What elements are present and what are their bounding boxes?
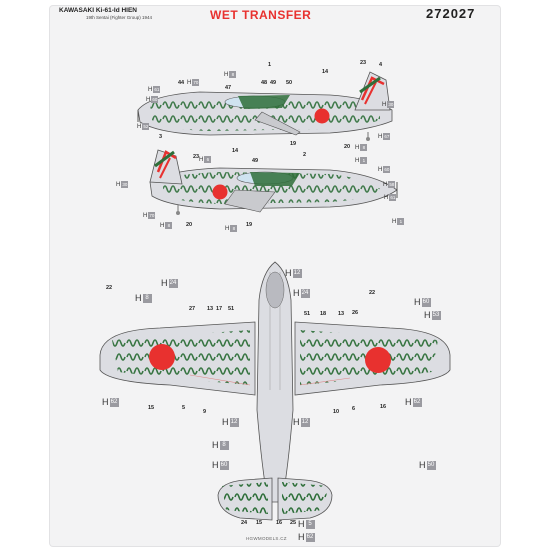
callout-number: 13 <box>207 306 214 312</box>
aircraft-model: KAWASAKI Ki-61-Id HIEN <box>59 7 138 14</box>
callout-number: 48 <box>261 80 268 86</box>
callout-number: 22 <box>369 290 376 296</box>
product-code: 272027 <box>426 6 476 21</box>
callout-number: 17 <box>216 306 223 312</box>
callout-number: 26 <box>352 310 359 316</box>
callout-number: 14 <box>322 69 329 75</box>
callout-number: 3 <box>159 134 163 140</box>
callout-number: 15 <box>148 405 155 411</box>
website-footer: HGWMODELS.CZ <box>246 536 287 541</box>
callout-number: 2 <box>303 152 307 158</box>
callout-number: 18 <box>320 311 327 317</box>
callout-number: 47 <box>225 85 232 91</box>
callout-number: 1 <box>268 62 272 68</box>
lower-profile <box>149 149 398 215</box>
callout-number: 25 <box>290 520 297 526</box>
callout-number: 15 <box>256 520 263 526</box>
callout-number: 4 <box>379 62 383 68</box>
callout-number: 22 <box>106 285 113 291</box>
callout-number: 20 <box>186 222 193 228</box>
callout-number: 51 <box>228 306 235 312</box>
callout-number: 19 <box>290 141 297 147</box>
callout-number: 23 <box>193 154 200 160</box>
upper-profile <box>137 71 393 141</box>
callout-number: 19 <box>246 222 253 228</box>
callout-number: 49 <box>270 80 277 86</box>
callout-number: 23 <box>360 60 367 66</box>
callout-number: 44 <box>178 80 185 86</box>
sheet-header-left: KAWASAKI Ki-61-Id HIEN 19th Sentai (Figh… <box>59 7 153 20</box>
callout-number: 49 <box>252 158 259 164</box>
callout-number: 6 <box>352 406 356 412</box>
callout-number: 51 <box>304 311 311 317</box>
callout-number: 14 <box>232 148 239 154</box>
callout-number: 16 <box>276 520 283 526</box>
callout-number: 16 <box>380 404 387 410</box>
callout-number: 13 <box>338 311 345 317</box>
callout-number: 50 <box>286 80 293 86</box>
callout-number: 10 <box>333 409 340 415</box>
plan-view <box>99 261 451 521</box>
unit-description: 19th Sentai (Fighter Group) 1944 <box>86 14 153 20</box>
callout-number: 9 <box>203 409 207 415</box>
callout-number: 5 <box>182 405 186 411</box>
callout-number: 24 <box>241 520 248 526</box>
sheet-title: WET TRANSFER <box>210 8 312 22</box>
callout-number: 20 <box>344 144 351 150</box>
callout-number: 27 <box>189 306 196 312</box>
